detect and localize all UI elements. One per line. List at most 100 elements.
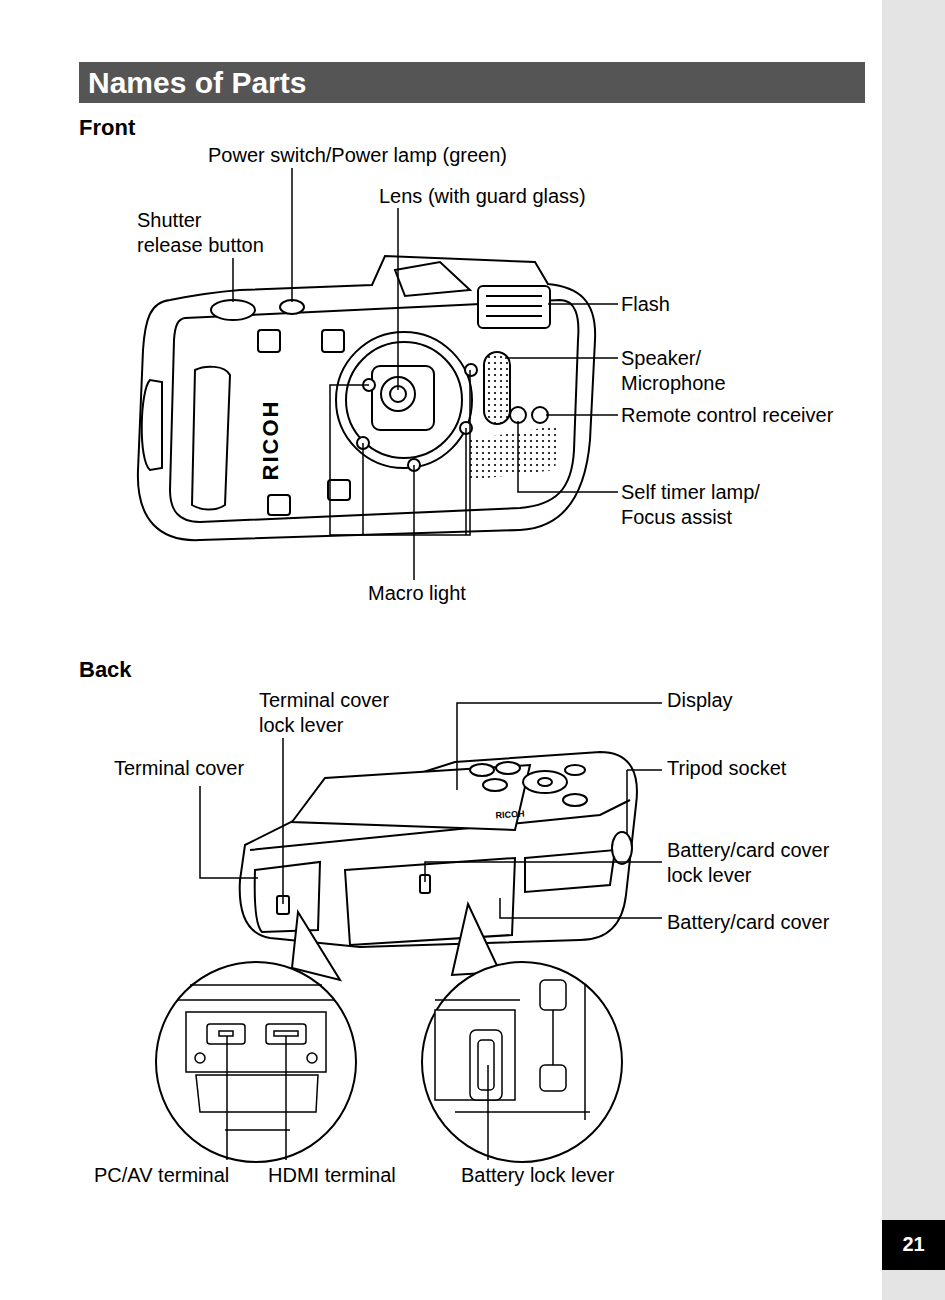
leader-line: [291, 168, 293, 302]
leader-line: [285, 1036, 287, 1160]
part-name: Shutter release button: [137, 208, 269, 258]
detail-line: [435, 999, 520, 1001]
leader-line: [457, 703, 662, 790]
hinge: [540, 980, 566, 1010]
detail-line: [455, 1111, 590, 1113]
part-name: Power switch/Power lamp (green): [208, 143, 507, 168]
part-name: Battery/card cover lock lever: [667, 838, 847, 888]
leader-line: [226, 1036, 228, 1160]
button: [496, 762, 520, 774]
leader-line: [626, 770, 628, 834]
button: [563, 794, 587, 806]
pc-av-terminal: [207, 1024, 245, 1044]
body-screw: [328, 480, 350, 500]
body-screw: [322, 330, 344, 352]
leader-line: [232, 258, 234, 302]
flash-line: [486, 315, 542, 317]
part-name: Battery/card cover: [667, 910, 829, 935]
lens-ring: [336, 332, 472, 468]
part-name: Display: [667, 688, 733, 713]
four-way-button: [523, 771, 567, 793]
part-name: Terminal cover lock lever: [259, 688, 404, 738]
flash-line: [486, 295, 542, 297]
grip: [192, 367, 230, 510]
hinge: [540, 1065, 566, 1091]
remote-receiver: [532, 407, 548, 423]
lever-grip: [478, 1040, 494, 1090]
terminal-cover: [255, 862, 320, 932]
leader-line: [627, 769, 662, 771]
leader-line: [487, 1065, 489, 1160]
body-screw: [268, 495, 290, 515]
front-leaders: [233, 168, 618, 580]
part-name: HDMI terminal: [268, 1163, 396, 1188]
detail-line: [190, 984, 322, 986]
button: [565, 765, 585, 775]
side-strip: [882, 0, 945, 1300]
shutter-button: [211, 300, 255, 320]
leader-line: [505, 357, 618, 359]
ok-button: [538, 778, 552, 786]
lens-ring: [346, 342, 462, 458]
strap-lug: [142, 380, 162, 470]
leader-line: [518, 421, 618, 492]
page-number-box: [882, 1220, 945, 1270]
screw: [195, 1053, 205, 1063]
part-name: Battery lock lever: [461, 1163, 614, 1188]
zoom-details: [178, 980, 590, 1130]
flash-line: [486, 305, 542, 307]
zoom-leaders: [227, 1036, 488, 1160]
part-name: PC/AV terminal: [94, 1163, 229, 1188]
page-title: Names of Parts: [88, 62, 306, 103]
part-name: Terminal cover: [114, 756, 244, 781]
brand-logo: RICOH: [259, 400, 283, 481]
front-camera: [138, 256, 595, 540]
leader-line: [465, 428, 467, 535]
section-heading: Front: [79, 115, 135, 140]
brand-logo: RICOH: [495, 809, 525, 822]
leader-bracket: [330, 370, 470, 535]
self-timer-lamp: [510, 407, 526, 423]
leader-line: [282, 738, 284, 904]
leader-line: [546, 414, 618, 416]
leader-line: [500, 898, 662, 918]
page-number: 21: [882, 1232, 945, 1257]
battery-lock-lever: [470, 1030, 502, 1100]
zoom-circle: [156, 962, 356, 1162]
lens-window: [372, 366, 434, 430]
section-heading: Back: [79, 657, 132, 682]
leader-line: [397, 208, 399, 390]
leader-line: [548, 303, 618, 305]
display: [292, 765, 530, 830]
power-button: [280, 300, 304, 314]
part-name: Remote control receiver: [621, 403, 833, 428]
screw: [307, 1053, 317, 1063]
title-band: Names of Parts: [79, 62, 865, 103]
terminal-slot: [219, 1031, 233, 1036]
top-ridge: [395, 262, 470, 296]
tripod-socket: [612, 832, 632, 864]
leader-line: [425, 862, 662, 882]
body-screw: [258, 330, 280, 352]
speaker: [484, 352, 510, 424]
part-name: Tripod socket: [667, 756, 786, 781]
part-name: Flash: [621, 292, 670, 317]
zoom-circle: [422, 962, 622, 1162]
detail-line: [225, 1129, 290, 1131]
macro-light: [465, 364, 477, 376]
detail-line: [178, 999, 334, 1001]
callout-wedge: [452, 904, 500, 975]
speaker-grille: [470, 425, 560, 480]
button: [470, 764, 494, 776]
part-name: Speaker/ Microphone: [621, 346, 741, 396]
zoom-views: [156, 904, 622, 1162]
part-name: Self timer lamp/ Focus assist: [621, 480, 781, 530]
part-name: Macro light: [368, 581, 466, 606]
part-name: Lens (with guard glass): [379, 184, 586, 209]
leader-line: [413, 465, 415, 580]
front-plate: [170, 300, 578, 522]
callout-wedge: [292, 912, 340, 980]
terminal-lid: [196, 1075, 318, 1112]
terminal-panel: [186, 1012, 326, 1072]
